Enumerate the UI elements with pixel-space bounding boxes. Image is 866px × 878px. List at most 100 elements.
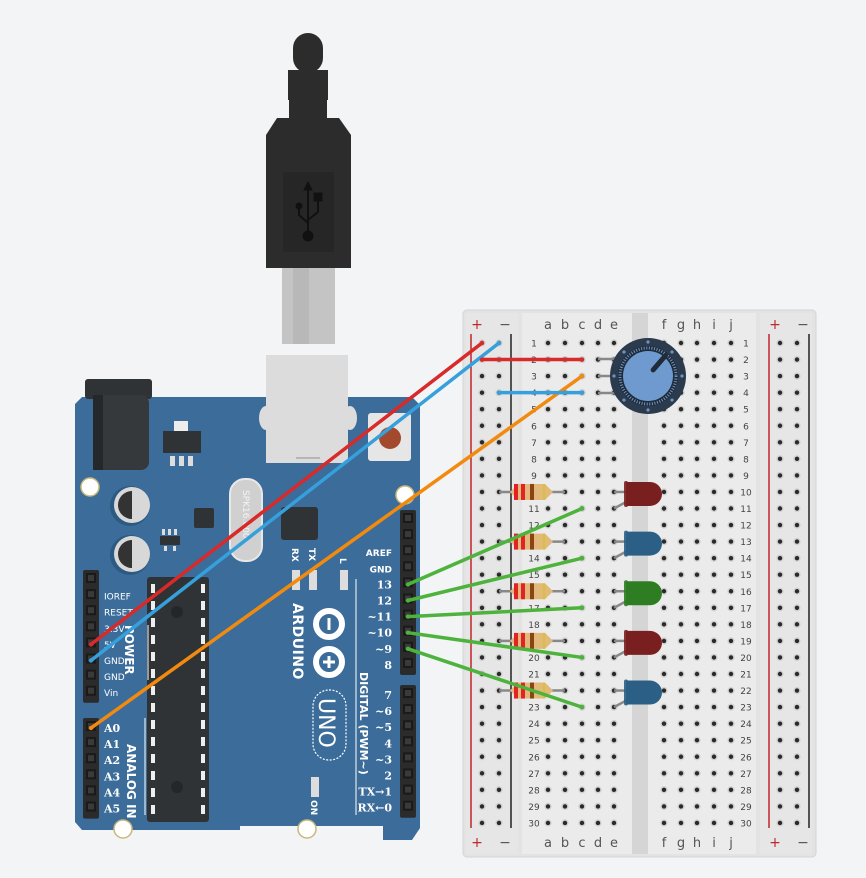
- breadboard-hole-center: [711, 390, 717, 395]
- resistor-band: [543, 632, 545, 649]
- rail-hole-center: [479, 539, 485, 544]
- row-number-left: 11: [528, 505, 539, 515]
- uno-label: UNO: [313, 698, 338, 748]
- led-red[interactable]: [613, 629, 662, 659]
- rail-hole-center: [794, 555, 800, 561]
- potentiometer[interactable]: [598, 338, 686, 414]
- led-green[interactable]: [613, 580, 662, 609]
- rail-hole-center: [777, 555, 783, 561]
- row-number-right: 1: [743, 340, 749, 350]
- rail-plus-label: +: [471, 317, 483, 333]
- breadboard-hole-center: [678, 407, 684, 412]
- breadboard-hole-center: [611, 456, 617, 462]
- rail-hole-center: [777, 407, 783, 412]
- breadboard-hole-center: [728, 771, 734, 776]
- breadboard-hole-center: [728, 555, 734, 561]
- breadboard-hole-center: [579, 721, 585, 726]
- breadboard-hole-center: [611, 407, 617, 412]
- resistor[interactable]: [499, 632, 565, 649]
- breadboard-hole-center: [694, 407, 700, 412]
- breadboard-hole-center: [562, 738, 568, 743]
- breadboard[interactable]: 1122334455667788991010111112121313141415…: [462, 309, 817, 858]
- pin13-wire[interactable]: [406, 506, 584, 587]
- pin10-wire[interactable]: [406, 630, 584, 660]
- row-number-left: 30: [528, 819, 540, 829]
- row-number-left: 24: [528, 720, 540, 730]
- breadboard-hole-center: [661, 572, 667, 577]
- led-red[interactable]: [613, 480, 662, 510]
- breadboard-hole-center: [711, 572, 717, 577]
- row-number-right: 19: [740, 637, 752, 647]
- breadboard-hole-center: [728, 572, 734, 577]
- breadboard-hole-center: [678, 671, 684, 677]
- digital-pin-label: AREF: [366, 549, 392, 559]
- row-number-right: 8: [743, 455, 749, 465]
- rail-red-jumper-end: [579, 357, 585, 362]
- breadboard-hole-center: [678, 787, 684, 793]
- breadboard-hole-center: [595, 456, 601, 462]
- breadboard-hole-center: [678, 638, 684, 644]
- resistor-band: [514, 583, 518, 600]
- led-blue[interactable]: [613, 530, 662, 560]
- breadboard-hole-center: [694, 522, 700, 528]
- rail-minus-label: −: [797, 317, 809, 333]
- breadboard-hole-center: [579, 804, 585, 809]
- breadboard-hole-center: [595, 440, 601, 445]
- breadboard-hole-center: [545, 671, 551, 677]
- digital-lower-pin-inner: [405, 802, 411, 809]
- breadboard-hole-center: [661, 820, 667, 826]
- breadboard-hole-center: [728, 390, 734, 395]
- regulator-tab: [174, 421, 188, 431]
- a0-wire[interactable]: [89, 374, 584, 730]
- gnd-wire[interactable]: [89, 341, 501, 663]
- breadboard-hole-center: [711, 423, 717, 428]
- rail-hole-center: [794, 771, 800, 776]
- usb-port-ear-right: [343, 406, 357, 430]
- pin12-wire[interactable]: [406, 556, 584, 603]
- digital-lower-pin-inner: [405, 706, 411, 713]
- usb-cable[interactable]: [266, 33, 351, 344]
- digital-lower-pin-inner: [405, 738, 411, 745]
- pin13-wire-start: [405, 582, 411, 587]
- breadboard-hole-center: [694, 704, 700, 710]
- row-number-right: 4: [743, 389, 749, 399]
- rail-hole-center: [777, 704, 783, 710]
- column-label-f: f: [662, 836, 667, 851]
- usb-chip: [281, 507, 318, 540]
- tx-led: [309, 570, 317, 590]
- pin11-wire[interactable]: [406, 606, 584, 619]
- row-number-right: 12: [740, 522, 751, 532]
- breadboard-hole-center: [728, 820, 734, 826]
- pin9-wire[interactable]: [406, 647, 584, 709]
- row-number-right: 18: [740, 621, 752, 631]
- analog-pin-inner: [88, 803, 94, 810]
- breadboard-hole-center: [562, 522, 568, 528]
- 5v-wire[interactable]: [89, 341, 484, 647]
- rail-hole-center: [794, 522, 800, 528]
- breadboard-hole-center: [694, 357, 700, 362]
- reset-button[interactable]: [379, 427, 401, 449]
- breadboard-hole-center: [678, 572, 684, 577]
- rail-hole-center: [777, 754, 783, 759]
- column-label-i: i: [712, 836, 716, 851]
- led-blue[interactable]: [613, 679, 662, 709]
- power-pin-label: GND: [104, 673, 125, 683]
- resistor[interactable]: [499, 583, 565, 600]
- chip-pin: [151, 635, 155, 644]
- resistor[interactable]: [499, 483, 565, 500]
- row-number-right: 27: [740, 770, 751, 780]
- rx-led-label: RX: [289, 548, 299, 562]
- breadboard-hole-center: [562, 622, 568, 627]
- breadboard-hole-center: [545, 473, 551, 478]
- breadboard-hole-center: [711, 456, 717, 462]
- breadboard-hole-center: [711, 721, 717, 726]
- rail-hole-center: [496, 704, 502, 710]
- arduino-uno-board[interactable]: SPK16.000 RX TX L ARDUINO UNO ON: [75, 355, 420, 840]
- breadboard-hole-center: [711, 522, 717, 528]
- column-label-a: a: [544, 318, 552, 333]
- rail-hole-center: [777, 539, 783, 544]
- analog-pin-label: A0: [103, 722, 121, 735]
- breadboard-hole-center: [711, 340, 717, 346]
- transistor-pin: [164, 546, 167, 551]
